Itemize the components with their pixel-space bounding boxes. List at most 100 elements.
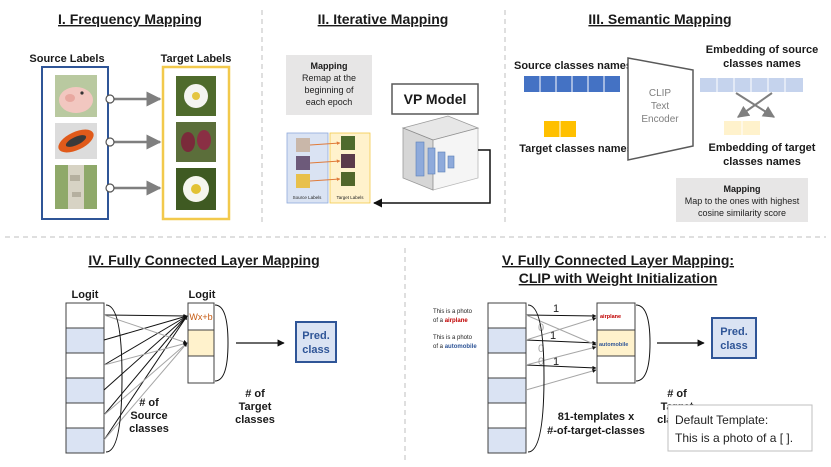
fc-clip-num-target-1: # of [667,388,687,400]
iterative-mapping-note-line3: each epoch [306,97,353,107]
embedding-source-label-2: classes names [723,58,801,70]
iterative-target-thumbs [341,136,355,186]
fc-target-brace [214,304,229,382]
default-template-line2: This is a photo of a [ ]. [675,431,793,445]
source-image-pig [55,75,97,117]
prompt-automobile-prefix: of a [433,344,445,350]
encoder-label-3: Encoder [641,114,679,125]
fc-clip-automobile-label: automobile [599,342,628,348]
fc-clip-pred-class-box [711,317,757,359]
fc-num-target-2: Target [239,401,272,413]
weight-zero-2: 0 [538,343,544,355]
encoder-label-2: Text [651,101,670,112]
fc-source-logit-column [65,302,105,454]
semantic-note-line1: Map to the ones with highest [685,196,800,206]
iterative-mapping-arrows [309,141,341,182]
semantic-note-line2: cosine similarity score [698,208,786,218]
source-class-names-label: Source classes names [514,60,632,72]
iterative-loop-arrow [373,149,491,208]
encoder-label-1: CLIP [649,88,672,99]
default-template-box [667,404,813,452]
iterative-target-caption: Target Labels [336,195,364,200]
prompt-airplane: This is a photo of a airplane [433,309,473,324]
vp-model-box [391,83,479,115]
fc-clip-connections [525,313,597,391]
fc-logit-left-label: Logit [72,289,99,301]
templates-label-1: 81-templates x [558,411,635,423]
iterative-mapping-note-line1: Remap at the [302,73,356,83]
target-names-bar [544,121,576,137]
vp-model-label: VP Model [404,91,467,107]
prompt-automobile-word: automobile [445,344,478,350]
target-image-white-flower [176,76,216,116]
fc-logit-right-label: Logit [189,289,216,301]
fc-pred-label-1: Pred. [302,330,330,342]
semantic-mapping-panel: III. Semantic Mapping Source classes nam… [514,11,818,222]
prompt-airplane-word: airplane [445,318,469,324]
fc-num-target-1: # of [245,388,265,400]
source-labels-title: Source Labels [29,53,104,65]
iterative-mapping-note-line2: beginning of [304,85,354,95]
fc-clip-title-1: V. Fully Connected Layer Mapping: [502,252,734,268]
source-embedding-bar [700,78,803,92]
fc-pred-label-2: class [302,344,330,356]
fc-target-logit-column [187,302,215,384]
iterative-mapping-note-title: Mapping [311,61,348,71]
embedding-target-label-2: classes names [723,156,801,168]
semantic-mapping-note [676,178,808,222]
frequency-title: I. Frequency Mapping [58,11,202,27]
fc-num-source-3: classes [129,423,169,435]
iterative-source-thumbs [296,138,310,188]
svg-text:of a automobile: of a automobile [433,344,477,350]
fc-source-brace [105,304,123,453]
semantic-title: III. Semantic Mapping [588,11,731,27]
fc-pred-class-box [295,321,337,363]
fc-clip-source-brace [527,304,545,453]
prompt-airplane-line1: This is a photo [433,309,473,315]
fc-clip-source-column [487,302,527,454]
templates-label-2: #-of-target-classes [547,425,645,437]
fc-num-target-3: classes [235,414,275,426]
vp-model-network [401,115,480,191]
fc-wx-label: Wx+b [189,312,212,322]
iterative-source-caption: Source Labels [293,195,323,200]
frequency-arrow-3 [105,180,162,196]
iterative-mapping-note [286,55,372,115]
frequency-arrow-2 [105,134,162,150]
source-image-boat [55,123,97,159]
source-image-tree [55,165,97,209]
embedding-target-label-1: Embedding of target [709,142,816,154]
fc-num-source-2: Source [130,410,167,422]
prompt-airplane-prefix: of a [433,318,445,324]
svg-text:of a airplane: of a airplane [433,318,468,324]
semantic-note-title: Mapping [724,184,761,194]
fc-num-source-1: # of [139,397,159,409]
semantic-cross-arrows [735,92,776,118]
section-dividers [5,10,826,462]
frequency-arrow-1 [105,91,162,107]
fc-title: IV. Fully Connected Layer Mapping [88,252,319,268]
fc-clip-target-column [596,302,636,384]
clip-text-encoder [627,57,694,161]
fc-clip-pred-label-1: Pred. [720,326,748,338]
fc-mapping-panel: IV. Fully Connected Layer Mapping Logit … [65,252,337,454]
source-names-bar [524,76,620,92]
fc-connections [103,313,188,441]
target-labels-title: Target Labels [161,53,232,65]
fc-clip-target-brace [635,304,651,382]
fc-clip-pred-label-2: class [720,340,748,352]
iterative-mapping-panel: II. Iterative Mapping Mapping Remap at t… [286,11,491,208]
prompt-automobile-line1: This is a photo [433,335,473,341]
iterative-title: II. Iterative Mapping [318,11,449,27]
target-image-fritillary [176,122,216,162]
prompt-automobile: This is a photo of a automobile [433,335,477,350]
embedding-source-label-1: Embedding of source [706,44,818,56]
fc-clip-airplane-label: airplane [600,314,621,320]
weight-zero-3: 0 [538,356,544,368]
fc-clip-panel: V. Fully Connected Layer Mapping: CLIP w… [433,252,813,454]
weight-one-3: 1 [553,356,559,368]
default-template-line1: Default Template: [675,413,768,427]
fc-clip-title-2: CLIP with Weight Initialization [519,270,718,286]
frequency-mapping-panel: I. Frequency Mapping Source Labels Targe… [29,11,232,221]
